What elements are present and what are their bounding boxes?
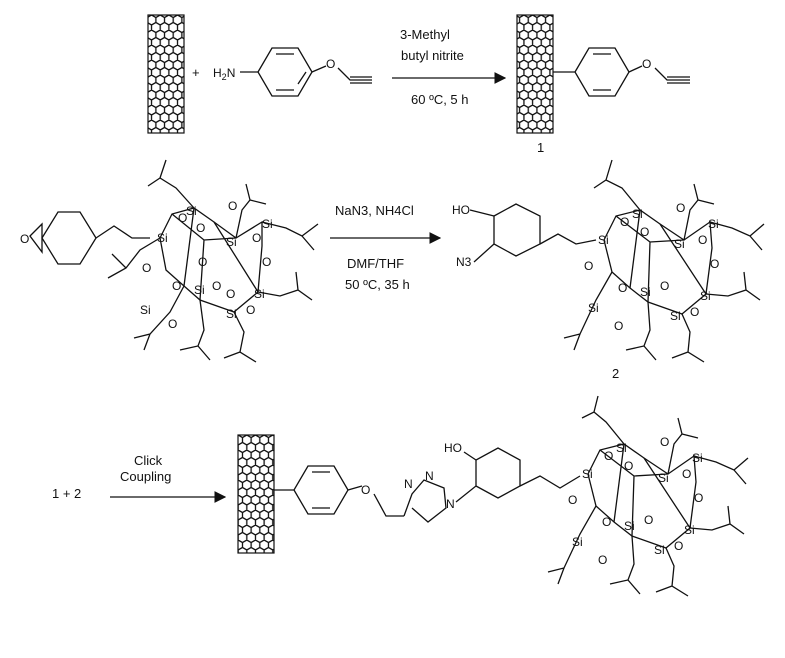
poss-si: Si (226, 235, 237, 249)
poss-o: O (584, 259, 593, 273)
poss-o: O (598, 553, 607, 567)
poss-o: O (226, 287, 235, 301)
poss-o: O (690, 305, 699, 319)
poss-o: O (604, 449, 613, 463)
hydroxy-cyclohexyl-final (455, 447, 581, 503)
poss-o: O (674, 539, 683, 553)
triazole-nitrogen: N (425, 469, 434, 483)
condition-solvent: DMF/THF (347, 256, 404, 271)
carbon-nanotube (147, 14, 185, 134)
poss-o: O (262, 255, 271, 269)
poss-o: O (660, 435, 669, 449)
poss-si: Si (194, 283, 205, 297)
poss-o: O (618, 281, 627, 295)
poss-si: Si (588, 301, 599, 315)
amine-group: H2N (213, 66, 235, 82)
poss-o: O (228, 199, 237, 213)
final-ether-oxygen: O (361, 483, 370, 497)
amine-bonds (240, 65, 327, 73)
poss-o: O (168, 317, 177, 331)
ether-oxygen: O (326, 57, 335, 71)
poss-cage-final (547, 395, 749, 597)
poss-o: O (624, 459, 633, 473)
poss-o: O (676, 201, 685, 215)
benzene-ring-final (274, 465, 404, 517)
poss-si: Si (684, 523, 695, 537)
poss-si: Si (254, 287, 265, 301)
condition-reagent-line2: butyl nitrite (401, 48, 464, 63)
poss-o: O (246, 303, 255, 317)
carbon-nanotube-final (237, 434, 275, 554)
poss-si: Si (640, 285, 651, 299)
poss-si: Si (598, 233, 609, 247)
azido-hydroxy-cyclohexyl (469, 203, 597, 263)
compound-label-1: 1 (537, 140, 544, 155)
poss-si: Si (226, 307, 237, 321)
poss-si: Si (140, 303, 151, 317)
poss-si: Si (708, 217, 719, 231)
condition-reagent-line1: 3-Methyl (400, 27, 450, 42)
poss-o: O (682, 467, 691, 481)
poss-si: Si (632, 207, 643, 221)
poss-o: O (710, 257, 719, 271)
poss-si: Si (157, 231, 168, 245)
poss-o: O (178, 211, 187, 225)
poss-si: Si (582, 467, 593, 481)
poss-o: O (198, 255, 207, 269)
poss-si: Si (624, 519, 635, 533)
plus-sign: + (192, 65, 200, 80)
condition-reagents: NaN3, NH4Cl (335, 203, 414, 218)
poss-si: Si (186, 204, 197, 218)
poss-o: O (252, 231, 261, 245)
triazole-ring (403, 479, 447, 523)
poss-si: Si (616, 441, 627, 455)
poss-o: O (660, 279, 669, 293)
reaction-2: O Si Si Si Si Si Si Si Si O O O O O O O … (20, 159, 765, 381)
poss-o: O (644, 513, 653, 527)
propargyl-group (337, 67, 372, 84)
poss-o: O (614, 319, 623, 333)
triazole-nitrogen: N (404, 477, 413, 491)
condition-coupling: Coupling (120, 469, 171, 484)
hydroxyl-label: HO (452, 203, 470, 217)
poss-o: O (698, 233, 707, 247)
condition-click: Click (134, 453, 163, 468)
poss-o: O (694, 491, 703, 505)
reactants-label: 1 + 2 (52, 486, 81, 501)
poss-o: O (196, 221, 205, 235)
final-hydroxyl-label: HO (444, 441, 462, 455)
condition-temperature: 50 ºC, 35 h (345, 277, 410, 292)
poss-si: Si (658, 471, 669, 485)
poss-si: Si (654, 543, 665, 557)
poss-o: O (568, 493, 577, 507)
poss-si: Si (674, 237, 685, 251)
poss-cage-reactant (107, 159, 319, 363)
svg-text:O: O (20, 232, 29, 246)
poss-si: Si (692, 451, 703, 465)
benzene-ring-reactant (257, 47, 313, 97)
poss-o: O (172, 279, 181, 293)
poss-o: O (620, 215, 629, 229)
poss-si: Si (572, 535, 583, 549)
poss-cage-product (563, 159, 765, 363)
poss-o: O (212, 279, 221, 293)
poss-si: Si (262, 217, 273, 231)
condition-temperature: 60 ºC, 5 h (411, 92, 469, 107)
benzene-ring-product (553, 47, 690, 97)
product-ether-oxygen: O (642, 57, 651, 71)
azide-label: N3 (456, 255, 472, 269)
poss-si: Si (700, 289, 711, 303)
triazole-nitrogen: N (446, 497, 455, 511)
poss-o: O (142, 261, 151, 275)
poss-o: O (602, 515, 611, 529)
poss-si: Si (670, 309, 681, 323)
carbon-nanotube-product (516, 14, 554, 134)
compound-label-2: 2 (612, 366, 619, 381)
reaction-1: + H2N O 3-Methyl butyl nitrite 60 ºC, 5 … (147, 14, 690, 155)
poss-o: O (640, 225, 649, 239)
epoxycyclohexyl-group: O (20, 211, 150, 265)
reaction-3: 1 + 2 Click Coupling O N N N HO (52, 395, 749, 597)
